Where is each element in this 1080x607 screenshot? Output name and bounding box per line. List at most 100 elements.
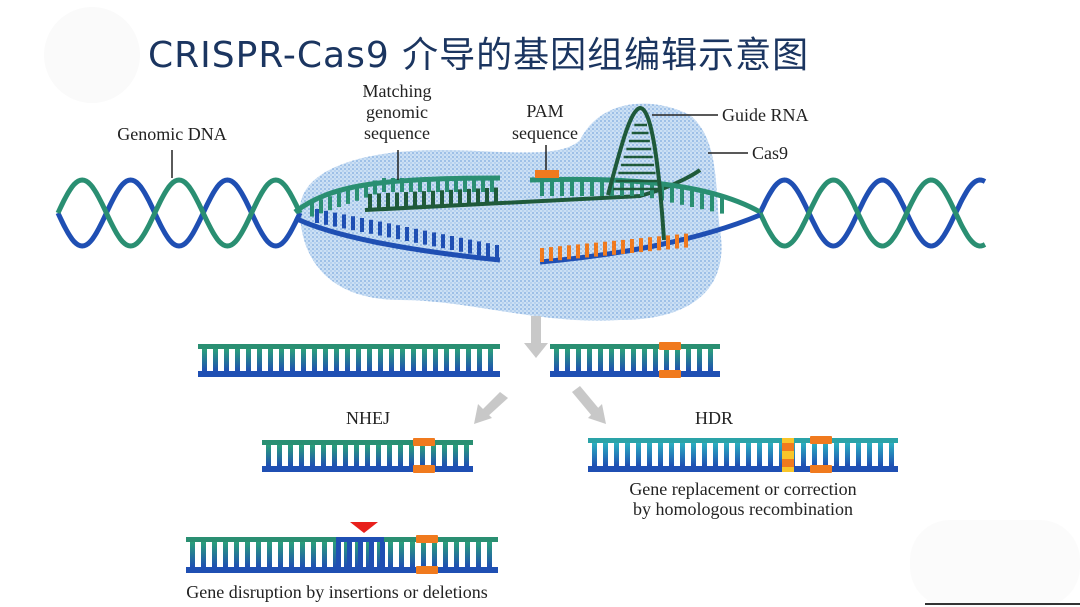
base-pair: [768, 443, 773, 466]
base: [670, 186, 674, 203]
base-pair: [823, 443, 828, 466]
base: [418, 178, 422, 192]
base-pair: [487, 542, 492, 567]
base: [333, 212, 337, 227]
pam-marker: [810, 436, 832, 444]
strand-top: [588, 438, 898, 443]
base-pair: [592, 443, 597, 466]
rna-base: [440, 190, 444, 207]
base-pair: [477, 349, 482, 371]
cut-site-base: [630, 239, 634, 253]
base-pair: [322, 542, 327, 567]
base-pair: [190, 542, 195, 567]
base-pair: [202, 349, 207, 371]
base: [490, 178, 494, 192]
pam-marker: [416, 535, 438, 543]
base-pair: [323, 349, 328, 371]
base-pair: [636, 443, 641, 466]
base-pair: [476, 542, 481, 567]
base: [396, 225, 400, 240]
base-pair: [598, 349, 603, 371]
base: [432, 232, 436, 247]
strand-bottom: [550, 371, 720, 377]
base-pair: [311, 542, 316, 567]
base-pair: [812, 443, 817, 466]
cut-site-base: [603, 241, 607, 256]
rna-base: [458, 189, 462, 206]
base-pair: [420, 445, 425, 466]
base: [310, 202, 314, 217]
label-matching-1: Matching: [363, 81, 432, 101]
base: [387, 223, 391, 238]
base-pair: [279, 349, 284, 371]
base-pair: [453, 445, 458, 466]
base-pair: [257, 349, 262, 371]
base-pair: [609, 349, 614, 371]
decorative-circle: [44, 7, 140, 103]
pam-marker: [659, 342, 681, 350]
base-pair: [686, 349, 691, 371]
rna-base: [431, 190, 435, 207]
base-pair: [680, 443, 685, 466]
base-pair: [801, 443, 806, 466]
base-pair: [702, 443, 707, 466]
pam-marker: [535, 170, 559, 178]
label-pam-1: PAM: [526, 101, 563, 121]
base-pair: [365, 445, 370, 466]
base: [346, 189, 350, 204]
base-pair: [713, 443, 718, 466]
base: [463, 178, 467, 192]
decorative-blob: [910, 520, 1080, 607]
genomic-dna-helix-right: [757, 177, 987, 249]
base: [580, 180, 584, 196]
base: [468, 239, 472, 254]
cut-site-bases: [540, 233, 688, 262]
base-pair: [389, 349, 394, 371]
base-pair: [377, 542, 382, 567]
base: [319, 199, 323, 214]
base-pair: [889, 443, 894, 466]
base-pair: [856, 443, 861, 466]
base-pair: [400, 349, 405, 371]
cut-site-base: [594, 242, 598, 257]
top-strand-bases: [310, 178, 494, 217]
base-pair: [256, 542, 261, 567]
bottom-strand-bases: [315, 209, 499, 259]
base-pair: [321, 445, 326, 466]
helix-backbone: [757, 177, 987, 249]
rna-base: [368, 193, 372, 210]
pam-marker: [810, 465, 832, 473]
base-pair: [343, 445, 348, 466]
cut-dna-left-fragment: [198, 344, 500, 377]
helix-backbone: [55, 177, 303, 249]
base: [445, 178, 449, 192]
base-pair: [631, 349, 636, 371]
base-pair: [735, 443, 740, 466]
base-pair: [587, 349, 592, 371]
base-pair: [669, 443, 674, 466]
page-title: CRISPR-Cas9 介导的基因组编辑示意图: [148, 35, 810, 76]
base-pair: [234, 542, 239, 567]
cut-site-base: [549, 247, 553, 262]
cut-site-base: [621, 239, 625, 254]
base: [441, 234, 445, 249]
base-pair: [757, 443, 762, 466]
rna-base: [494, 187, 498, 204]
cut-site-base: [576, 244, 580, 259]
cut-site-base: [657, 236, 661, 251]
base-pair: [266, 445, 271, 466]
base-pair: [235, 349, 240, 371]
base-pair: [454, 542, 459, 567]
rna-base: [404, 192, 408, 209]
rna-base: [449, 189, 453, 206]
base-pair: [442, 445, 447, 466]
arrow-to-hdr: [572, 386, 606, 424]
base: [364, 183, 368, 198]
base-pair: [625, 443, 630, 466]
strand-top: [550, 344, 720, 349]
base-pair: [354, 445, 359, 466]
guide-rna-bases: [368, 187, 498, 210]
base: [382, 178, 386, 192]
inserted-base: [380, 542, 385, 567]
